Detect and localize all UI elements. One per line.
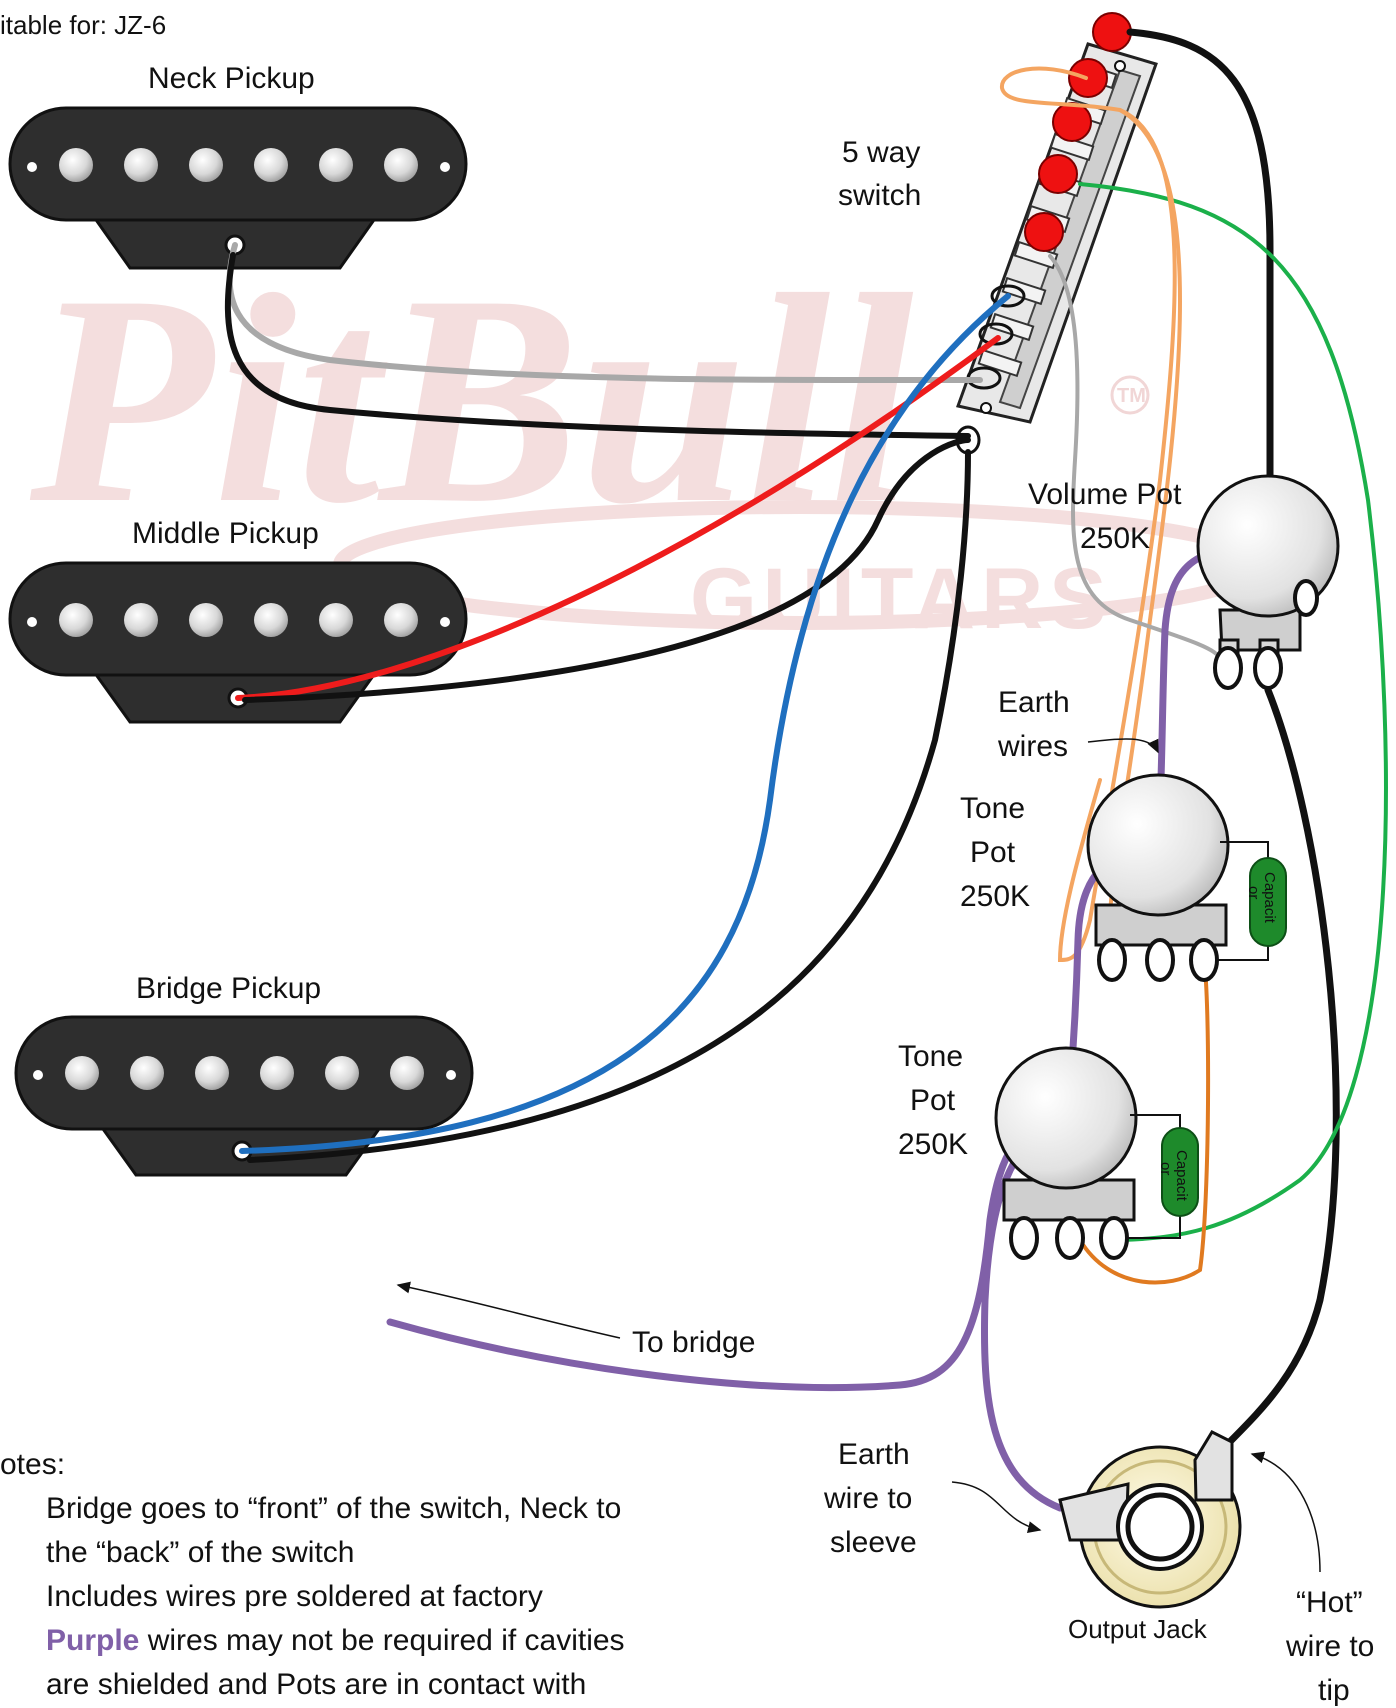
switch-label-line2: switch [838, 179, 921, 212]
tone-pot-2-line1: Tone [898, 1040, 963, 1073]
middle-pickup-label: Middle Pickup [132, 517, 319, 550]
switch-volume-black-wire [1126, 28, 1274, 554]
tone-pot-2-line3: 250K [898, 1128, 968, 1161]
bridge-black-wire [247, 449, 971, 1163]
neck-black-wire [224, 252, 971, 439]
earth-sleeve-line3: sleeve [830, 1526, 917, 1559]
capacitor-1-line2: or [1245, 886, 1262, 899]
notes-line4-rest: wires may not be required if cavities [139, 1624, 624, 1657]
hot-wire-line2: wire to [1285, 1630, 1374, 1663]
middle-pickup: Middle Pickup [8, 517, 468, 724]
purple-to-bridge-wire [386, 1114, 1072, 1391]
neck-grey-wire [226, 242, 983, 384]
switch-label-line1: 5 way [842, 136, 920, 169]
neck-pickup-label: Neck Pickup [148, 62, 315, 95]
middle-red-wire [235, 335, 1001, 701]
output-jack: Output Jack [1058, 1430, 1242, 1644]
watermark-brand: PitBull [25, 233, 914, 565]
earth-wires-line1: Earth [998, 686, 1070, 719]
five-way-switch: 5 way switch [838, 12, 1158, 455]
green-tone-wire [1078, 182, 1388, 1242]
to-bridge-annotation: To bridge [396, 1281, 755, 1359]
capacitor-1-line1: Capacit [1261, 872, 1278, 924]
hot-wire-line3: tip [1318, 1674, 1350, 1707]
capacitor-2-line1: Capacit [1173, 1150, 1190, 1202]
bridge-pickup: Bridge Pickup [14, 972, 474, 1177]
bridge-pickup-label: Bridge Pickup [136, 972, 321, 1005]
watermark: PitBull GUITARS TM [25, 233, 1267, 647]
tone-pot-1: Capacit or Tone Pot 250K [960, 773, 1287, 982]
watermark-tm: TM [1117, 385, 1146, 407]
watermark-sub: GUITARS [690, 551, 1113, 647]
middle-black-wire [242, 437, 971, 703]
notes-line3: Includes wires pre soldered at factory [46, 1580, 543, 1613]
earth-wires-line2: wires [997, 730, 1068, 763]
orange-wire [1000, 66, 1177, 963]
volume-pot-label-line1: Volume Pot [1028, 478, 1182, 511]
capacitor-2-line2: or [1157, 1162, 1174, 1175]
tone-pot-2-line2: Pot [910, 1084, 956, 1117]
neck-pickup: Neck Pickup [8, 62, 468, 270]
tone-pot-1-line1: Tone [960, 792, 1025, 825]
tone-pot-2: Capacit or Tone Pot 250K [898, 1040, 1199, 1260]
notes-purple-word: Purple [46, 1624, 139, 1657]
hot-black-wire [1208, 686, 1340, 1464]
earth-sleeve-line1: Earth [838, 1438, 910, 1471]
suitable-for-text: itable for: JZ-6 [0, 10, 166, 40]
to-bridge-label: To bridge [632, 1326, 755, 1359]
volume-pot: Volume Pot 250K [1028, 474, 1340, 690]
hot-wire-annotation: “Hot” wire to tip [1250, 1451, 1374, 1707]
tone-pot-1-line3: 250K [960, 880, 1030, 913]
earth-sleeve-annotation: Earth wire to sleeve [823, 1438, 1042, 1559]
volume-pot-label-line2: 250K [1080, 522, 1150, 555]
notes-line1: Bridge goes to “front” of the switch, Ne… [46, 1492, 621, 1525]
output-jack-label: Output Jack [1068, 1614, 1208, 1644]
bridge-blue-wire [239, 293, 1011, 1154]
wires [224, 28, 1388, 1512]
notes-line5: are shielded and Pots are in contact wit… [46, 1668, 586, 1701]
notes: otes: Bridge goes to “front” of the swit… [0, 1448, 625, 1701]
notes-line2: the “back” of the switch [46, 1536, 354, 1569]
earth-wires-annotation: Earth wires [997, 686, 1159, 763]
tone-pot-1-line2: Pot [970, 836, 1016, 869]
dark-orange-wire [1078, 958, 1211, 1285]
earth-sleeve-line2: wire to [823, 1482, 912, 1515]
grey-volume-wire [1048, 254, 1222, 662]
notes-title: otes: [0, 1448, 65, 1481]
notes-line4: Purple wires may not be required if cavi… [46, 1624, 625, 1657]
hot-wire-line1: “Hot” [1296, 1586, 1363, 1619]
